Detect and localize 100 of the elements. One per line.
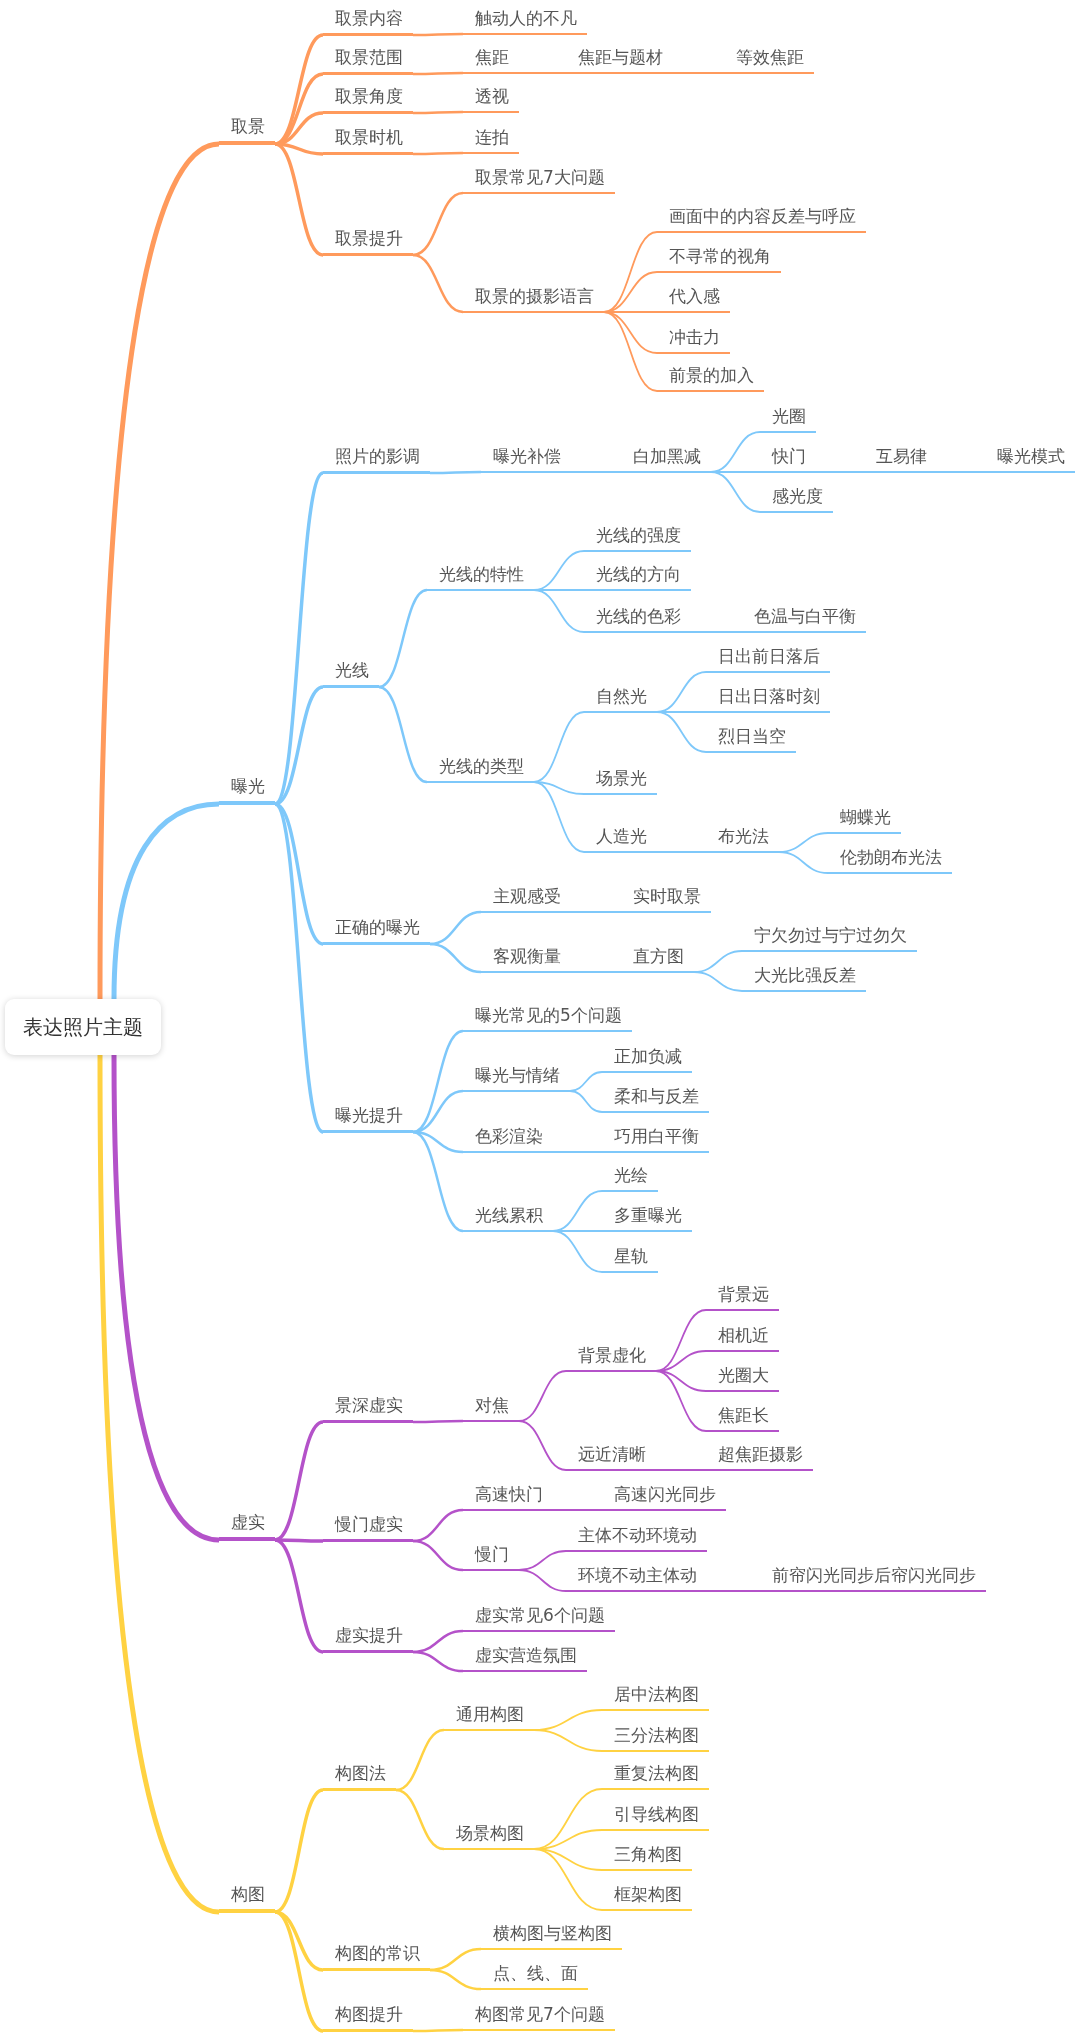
branch-line [655, 1370, 707, 1432]
branch-line [111, 801, 220, 1000]
topic-label: 大光比强反差 [742, 962, 867, 993]
topic-label: 取景 [219, 113, 276, 146]
branch-line [533, 1729, 603, 1752]
branch-line [656, 711, 707, 753]
topic-label: 超焦距摄影 [705, 1441, 813, 1472]
branch-line [274, 685, 324, 806]
topic-label: 触动人的不凡 [463, 5, 588, 36]
branch-line [693, 971, 743, 992]
topic-label: 伦勃朗布光法 [827, 844, 952, 874]
topic-label: 正加负减 [602, 1042, 692, 1073]
topic-label: 场景构图 [443, 1820, 534, 1851]
branch-line [570, 471, 622, 473]
branch-line [430, 470, 481, 475]
branch-line [412, 1029, 464, 1134]
topic-label: 背景虚化 [565, 1342, 656, 1373]
branch-line [395, 1728, 445, 1792]
topic-label: 横构图与竖构图 [481, 1920, 623, 1951]
branch-line [552, 1509, 603, 1511]
topic-label: 互易律 [864, 442, 938, 473]
topic-label: 场景光 [583, 764, 657, 795]
topic-label: 前帘闪光同步后帘闪光同步 [760, 1561, 987, 1592]
branch-line [413, 151, 463, 156]
topic-label: 光绘 [602, 1162, 658, 1193]
topic-label: 自然光 [583, 683, 657, 714]
branch-line [570, 971, 622, 973]
topic-label: 虚实提升 [322, 1621, 413, 1653]
topic-label: 主体不动环境动 [565, 1521, 707, 1552]
branch-line [429, 942, 482, 974]
branch-line [378, 685, 428, 784]
topic-label: 感光度 [760, 483, 834, 514]
topic-label: 光圈 [760, 402, 817, 433]
topic-label: 居中法构图 [602, 1681, 709, 1712]
topic-label: 构图常见7个问题 [463, 2000, 615, 2031]
topic-label: 取景时机 [322, 123, 413, 155]
topic-label: 前景的加入 [656, 362, 764, 393]
topic-label: 构图提升 [322, 2000, 413, 2032]
topic-label: 日出前日落后 [705, 642, 830, 673]
topic-label: 蝴蝶光 [827, 803, 901, 834]
topic-label: 等效焦距 [724, 44, 814, 75]
branch-line [603, 311, 658, 354]
central-topic: 表达照片主题 [4, 998, 161, 1055]
topic-label: 对焦 [463, 1391, 520, 1422]
topic-label: 烈日当空 [705, 723, 796, 754]
branch-line [412, 1650, 464, 1673]
topic-label: 曝光提升 [322, 1102, 413, 1134]
topic-label: 布光法 [705, 823, 779, 854]
branch-line [778, 851, 829, 874]
topic-label: 光线的特性 [426, 561, 534, 592]
branch-line [378, 588, 428, 689]
branch-line [815, 471, 865, 473]
topic-label: 主观感受 [481, 882, 572, 913]
topic-label: 光线的方向 [583, 561, 691, 592]
branch-line [412, 1089, 464, 1134]
branch-line [274, 1538, 324, 1654]
branch-line [533, 1848, 603, 1911]
topic-label: 光线的强度 [583, 522, 691, 553]
topic-label: 光线 [322, 657, 379, 689]
branch-line [413, 2028, 463, 2033]
branch-line [552, 1230, 603, 1273]
topic-label: 巧用白平衡 [602, 1123, 709, 1154]
branch-line [533, 781, 585, 853]
topic-label: 背景远 [705, 1281, 779, 1312]
topic-label: 通用构图 [443, 1700, 534, 1731]
topic-label: 柔和与反差 [602, 1082, 709, 1113]
topic-label: 重复法构图 [602, 1760, 709, 1791]
topic-label: 框架构图 [602, 1881, 692, 1912]
topic-label: 快门 [760, 442, 817, 473]
topic-label: 焦距与题材 [565, 44, 673, 75]
branch-line [603, 311, 658, 392]
branch-line [706, 1590, 761, 1592]
branch-line [413, 1419, 463, 1424]
topic-label: 虚实常见6个问题 [463, 1602, 615, 1633]
branch-line [533, 589, 585, 633]
topic-label: 取景内容 [322, 5, 413, 37]
branch-line [111, 1054, 220, 1543]
branch-line [395, 1788, 445, 1851]
topic-label: 取景常见7大问题 [463, 163, 615, 194]
branch-line [569, 1090, 603, 1113]
topic-label: 星轨 [602, 1242, 658, 1273]
branch-line [655, 1469, 707, 1471]
topic-label: 取景范围 [322, 44, 413, 76]
topic-label: 多重曝光 [602, 1202, 692, 1233]
topic-label: 曝光补偿 [481, 442, 572, 473]
topic-label: 人造光 [583, 823, 657, 854]
branch-line [97, 1055, 220, 1915]
topic-label: 曝光与情绪 [463, 1062, 571, 1093]
branch-line [936, 471, 986, 473]
branch-line [518, 72, 567, 74]
topic-label: 取景角度 [322, 83, 413, 115]
topic-label: 不寻常的视角 [656, 243, 781, 273]
topic-label: 透视 [463, 83, 520, 114]
topic-label: 连拍 [463, 123, 520, 154]
branch-line [274, 802, 324, 946]
topic-label: 取景提升 [322, 224, 413, 256]
branch-line [413, 32, 463, 37]
topic-label: 高速闪光同步 [602, 1481, 726, 1512]
topic-label: 曝光模式 [984, 442, 1075, 473]
branch-line [274, 1788, 324, 1914]
